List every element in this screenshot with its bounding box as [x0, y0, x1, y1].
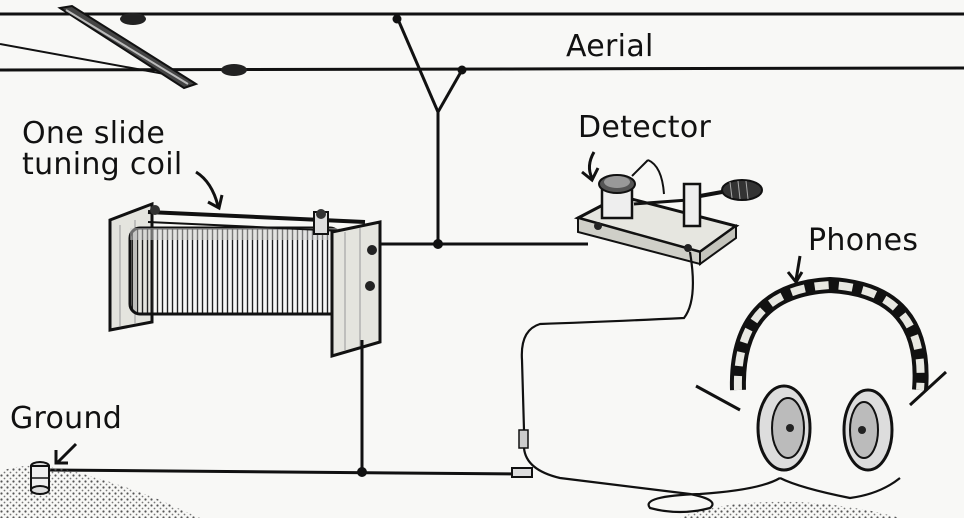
- ground-wire: [49, 467, 533, 478]
- phones-cord: [518, 251, 901, 514]
- ground-arrow: [56, 442, 78, 464]
- headphones: [695, 276, 948, 472]
- ground-can: [30, 461, 50, 495]
- aerial-wires: [0, 12, 964, 76]
- coil-ground-lead: [357, 340, 367, 477]
- lead-in-wires: [375, 14, 588, 249]
- phones-label: Phones: [808, 223, 919, 258]
- detector-arrow: [587, 151, 596, 179]
- detector-label: Detector: [578, 110, 712, 145]
- tuning-coil-label: One slide tuning coil: [22, 116, 183, 182]
- coil-arrow: [195, 170, 220, 207]
- ground-label: Ground: [10, 401, 123, 436]
- insulators: [120, 13, 247, 76]
- tuning-coil: [108, 201, 382, 358]
- spreader-bar: [57, 4, 199, 90]
- aerial-label: Aerial: [566, 29, 654, 64]
- phones-arrow: [794, 255, 802, 281]
- label-arrows: [54, 151, 804, 465]
- detector: [573, 159, 763, 266]
